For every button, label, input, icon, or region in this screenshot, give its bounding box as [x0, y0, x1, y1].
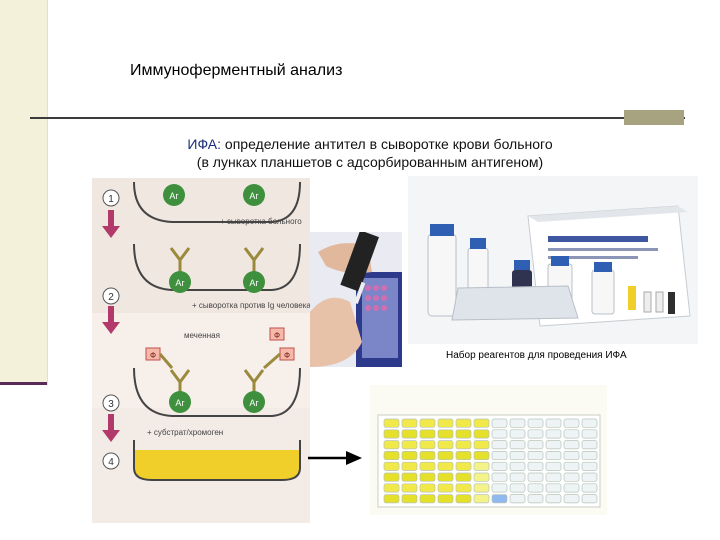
rule-accent-bar — [624, 110, 684, 125]
slide-subtitle: ИФА: определение антител в сыворотке кро… — [145, 135, 595, 171]
subtitle-line-1: определение антител в сыворотке крови бо… — [221, 136, 553, 152]
sidebar-divider — [47, 0, 48, 385]
subtitle-line-2: (в лунках планшетов с адсорбированным ан… — [196, 154, 544, 170]
antigen-label: Аг — [249, 191, 259, 201]
antigen-label: Аг — [169, 191, 179, 201]
svg-text:Ф: Ф — [284, 351, 290, 360]
svg-text:1: 1 — [108, 194, 114, 205]
diagram-enzyme-conjugates: Ф Ф Ф — [145, 327, 295, 370]
title-rule — [30, 117, 685, 119]
pipetting-photo — [310, 232, 402, 367]
svg-text:Аг: Аг — [249, 278, 259, 288]
subtitle-prefix: ИФА: — [187, 136, 222, 152]
step2-text: + сыворотка против Ig человека — [192, 301, 310, 310]
svg-text:2: 2 — [108, 292, 114, 303]
diagram-step-4: 4 — [102, 440, 301, 481]
sidebar-band — [0, 0, 47, 382]
svg-text:4: 4 — [108, 457, 114, 468]
elisa-diagram: 1 Аг Аг + сыворотка больного Аг Аг 2 + с… — [92, 178, 310, 523]
svg-text:Аг: Аг — [249, 398, 259, 408]
svg-text:Аг: Аг — [175, 278, 185, 288]
svg-text:Аг: Аг — [175, 398, 185, 408]
kit-caption: Набор реагентов для проведения ИФА — [446, 350, 627, 361]
svg-text:3: 3 — [108, 399, 114, 410]
elisa-plate-photo — [370, 385, 607, 515]
step1-text: + сыворотка больного — [220, 217, 302, 226]
result-arrow-icon — [308, 451, 362, 465]
sidebar-accent — [0, 382, 47, 385]
svg-text:Ф: Ф — [150, 351, 156, 360]
diagram-step-1: 1 Аг Аг + сыворотка больного — [102, 181, 302, 238]
step3-text: + субстрат/хромоген — [147, 428, 223, 437]
diagram-step-2: Аг Аг 2 + сыворотка против Ig человека м… — [102, 243, 310, 340]
diagram-step-3: Аг Аг 3 + субстрат/хромоген — [102, 367, 301, 442]
slide-title: Иммуноферментный анализ — [130, 62, 343, 79]
svg-text:Ф: Ф — [274, 331, 280, 340]
labeled-text: меченная — [184, 331, 220, 340]
reagent-kit-photo — [408, 176, 698, 344]
